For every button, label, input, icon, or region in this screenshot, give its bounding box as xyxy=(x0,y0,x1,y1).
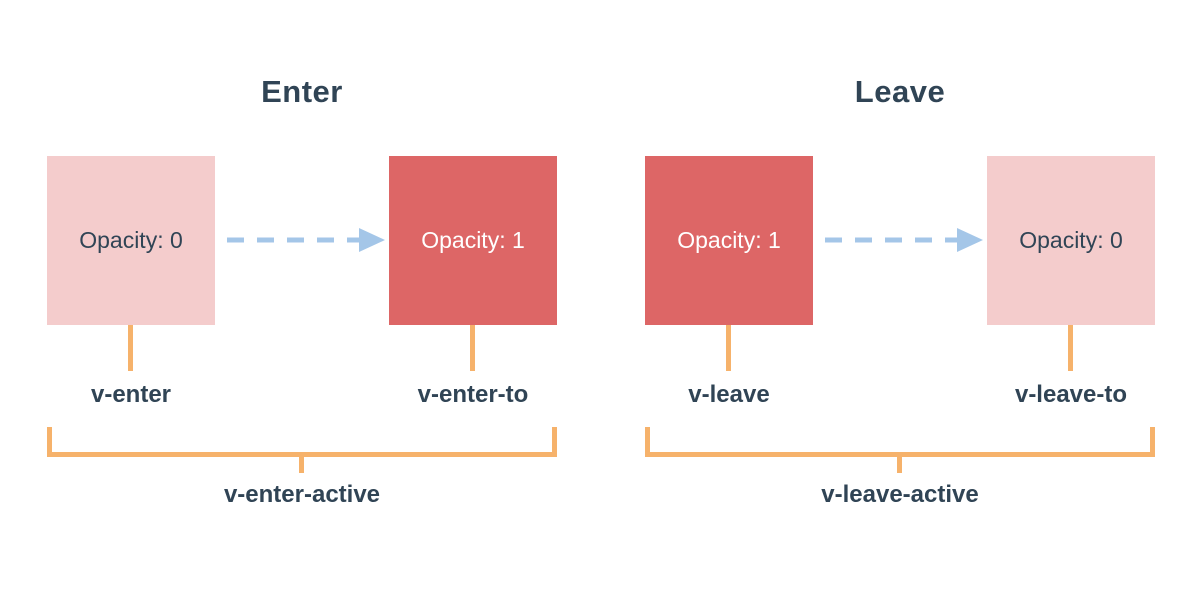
dashed-arrow-right-icon xyxy=(825,228,983,252)
enter-end-opacity-label: Opacity: 1 xyxy=(421,227,525,253)
enter-end-connector-line xyxy=(470,325,475,371)
enter-active-bracket xyxy=(47,427,557,457)
enter-end-state-box: Opacity: 1 xyxy=(389,156,557,325)
leave-start-state-box: Opacity: 1 xyxy=(645,156,813,325)
enter-start-state-box: Opacity: 0 xyxy=(47,156,215,325)
enter-active-bracket-tick xyxy=(299,455,304,473)
leave-start-opacity-label: Opacity: 1 xyxy=(677,227,781,253)
leave-panel: Leave Opacity: 1 Opacity: 0 v-leave v-le… xyxy=(645,0,1155,600)
v-enter-to-label: v-enter-to xyxy=(417,381,529,408)
leave-end-opacity-label: Opacity: 0 xyxy=(1019,227,1123,253)
dashed-arrow-right-icon xyxy=(227,228,385,252)
enter-panel-title: Enter xyxy=(261,74,343,109)
v-leave-to-label: v-leave-to xyxy=(1014,381,1128,408)
v-leave-label: v-leave xyxy=(688,381,770,408)
enter-start-connector-line xyxy=(128,325,133,371)
leave-start-connector-line xyxy=(726,325,731,371)
leave-active-bracket-tick xyxy=(897,455,902,473)
enter-panel: Enter Opacity: 0 Opacity: 1 v-enter v-en… xyxy=(47,0,557,600)
v-enter-label: v-enter xyxy=(90,381,172,408)
leave-panel-title: Leave xyxy=(854,74,946,109)
leave-end-state-box: Opacity: 0 xyxy=(987,156,1155,325)
v-enter-active-label: v-enter-active xyxy=(223,481,381,508)
leave-end-connector-line xyxy=(1068,325,1073,371)
leave-active-bracket xyxy=(645,427,1155,457)
v-leave-active-label: v-leave-active xyxy=(821,481,979,508)
enter-start-opacity-label: Opacity: 0 xyxy=(79,227,183,253)
